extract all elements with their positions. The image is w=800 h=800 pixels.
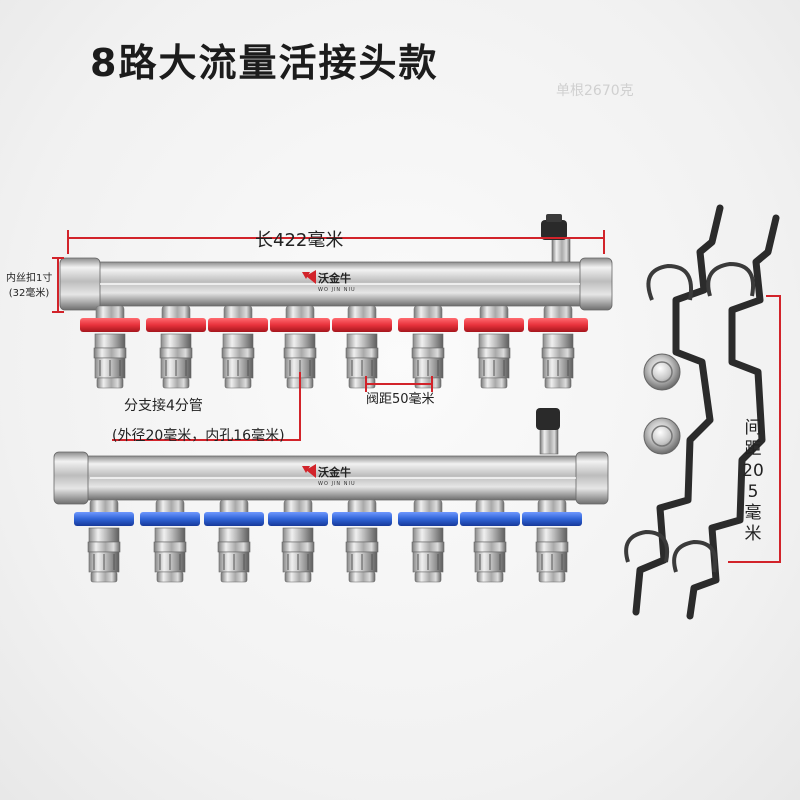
thread-label-line1: 内丝扣1寸 xyxy=(6,273,53,284)
bracket-u-clamps xyxy=(624,261,755,573)
return-outlets xyxy=(74,499,582,583)
valve-pitch-label: 阀距50毫米 xyxy=(366,392,435,407)
brand-name-return: 沃金牛 xyxy=(318,466,351,479)
brand-pinyin-supply: WO JIN NIU xyxy=(318,287,356,293)
thread-label-line2: (32毫米) xyxy=(8,287,50,299)
brand-name-supply: 沃金牛 xyxy=(318,272,351,285)
brand-logo-supply xyxy=(302,270,316,284)
branch-label-line2: (外径20毫米，内孔16毫米) xyxy=(112,428,285,444)
supply-outlets xyxy=(80,305,588,389)
brand-pinyin-return: WO JIN NIU xyxy=(318,481,356,487)
length-label: 长422毫米 xyxy=(255,230,344,251)
page-title: 8路大流量活接头款 xyxy=(90,41,439,85)
brand-logo-return xyxy=(302,464,316,478)
weight-note: 单根2670克 xyxy=(556,83,634,99)
end-caps xyxy=(643,353,681,455)
return-manifold xyxy=(53,408,609,583)
branch-label-line1: 分支接4分管 xyxy=(124,398,203,414)
thread-label: 内丝扣1寸 (32毫米) xyxy=(6,272,52,301)
dimension-lines xyxy=(52,230,781,563)
supply-manifold xyxy=(59,214,613,389)
bracket-spacing-label: 间距205毫米 xyxy=(742,418,764,545)
